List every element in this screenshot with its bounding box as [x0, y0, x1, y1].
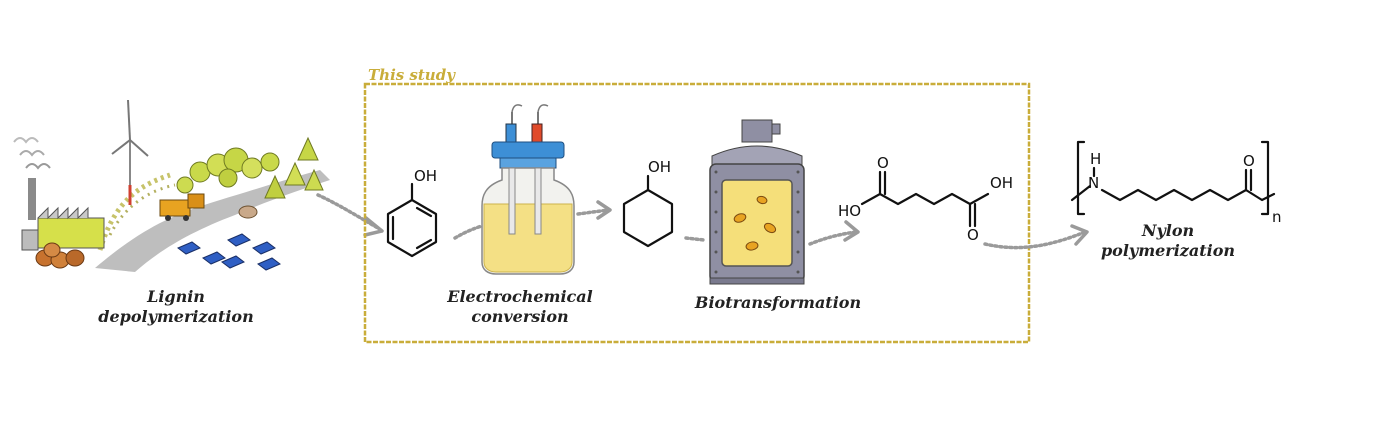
arrow-adipic-to-nylon [983, 224, 1089, 250]
electro-label-line1: Electrochemical [446, 287, 592, 306]
adipic-oh: OH [990, 174, 1013, 192]
arrow-lignin-to-phenol [316, 193, 384, 237]
lignin-label-line1: Lignin [146, 287, 205, 306]
trees-icon [176, 136, 324, 199]
lignin-label-line2: depolymerization [98, 307, 253, 326]
nylon-label-line1: Nylon [1141, 221, 1194, 240]
phenol-oh: OH [414, 167, 437, 185]
wood-logs-icon [35, 242, 85, 269]
this-study-label: This study [368, 66, 456, 84]
bio-label: Biotransformation [694, 293, 861, 312]
nylon-o: O [1243, 152, 1255, 170]
arrow-reactor-to-cyclohexanol [576, 200, 612, 220]
lignin-landscape-illustration [13, 99, 330, 272]
nylon-h: H [1090, 150, 1101, 168]
solar-panels-icon [177, 233, 281, 271]
adipic-o-bottom: O [967, 226, 979, 244]
bioreactor-tank-icon [709, 119, 805, 285]
nylon-structure: H N O n [1070, 140, 1282, 226]
wind-turbine-icon [111, 99, 149, 205]
nylon-label-line2: polymerization [1101, 241, 1235, 260]
microbe-icon [733, 195, 777, 251]
nylon-n: N [1088, 174, 1099, 192]
electro-label-line2: conversion [471, 307, 568, 326]
truck-icon [159, 193, 205, 221]
arrow-tank-to-adipic [808, 220, 860, 246]
adipic-acid-structure: O HO OH O [838, 154, 1013, 244]
cyclohexanol-oh: OH [648, 158, 671, 176]
cyclohexanol-structure: OH [622, 158, 674, 248]
this-study-box [363, 82, 1031, 344]
arrow-cyclohexanol-to-tank [684, 236, 706, 242]
electrochemical-reactor-icon [481, 104, 575, 275]
smokestack-icon [28, 178, 36, 220]
adipic-ho: HO [838, 202, 861, 220]
arrow-phenol-to-reactor [453, 224, 484, 240]
adipic-o-top: O [877, 154, 889, 172]
nylon-n-subscript: n [1272, 208, 1282, 226]
phenol-structure: OH [386, 167, 438, 258]
